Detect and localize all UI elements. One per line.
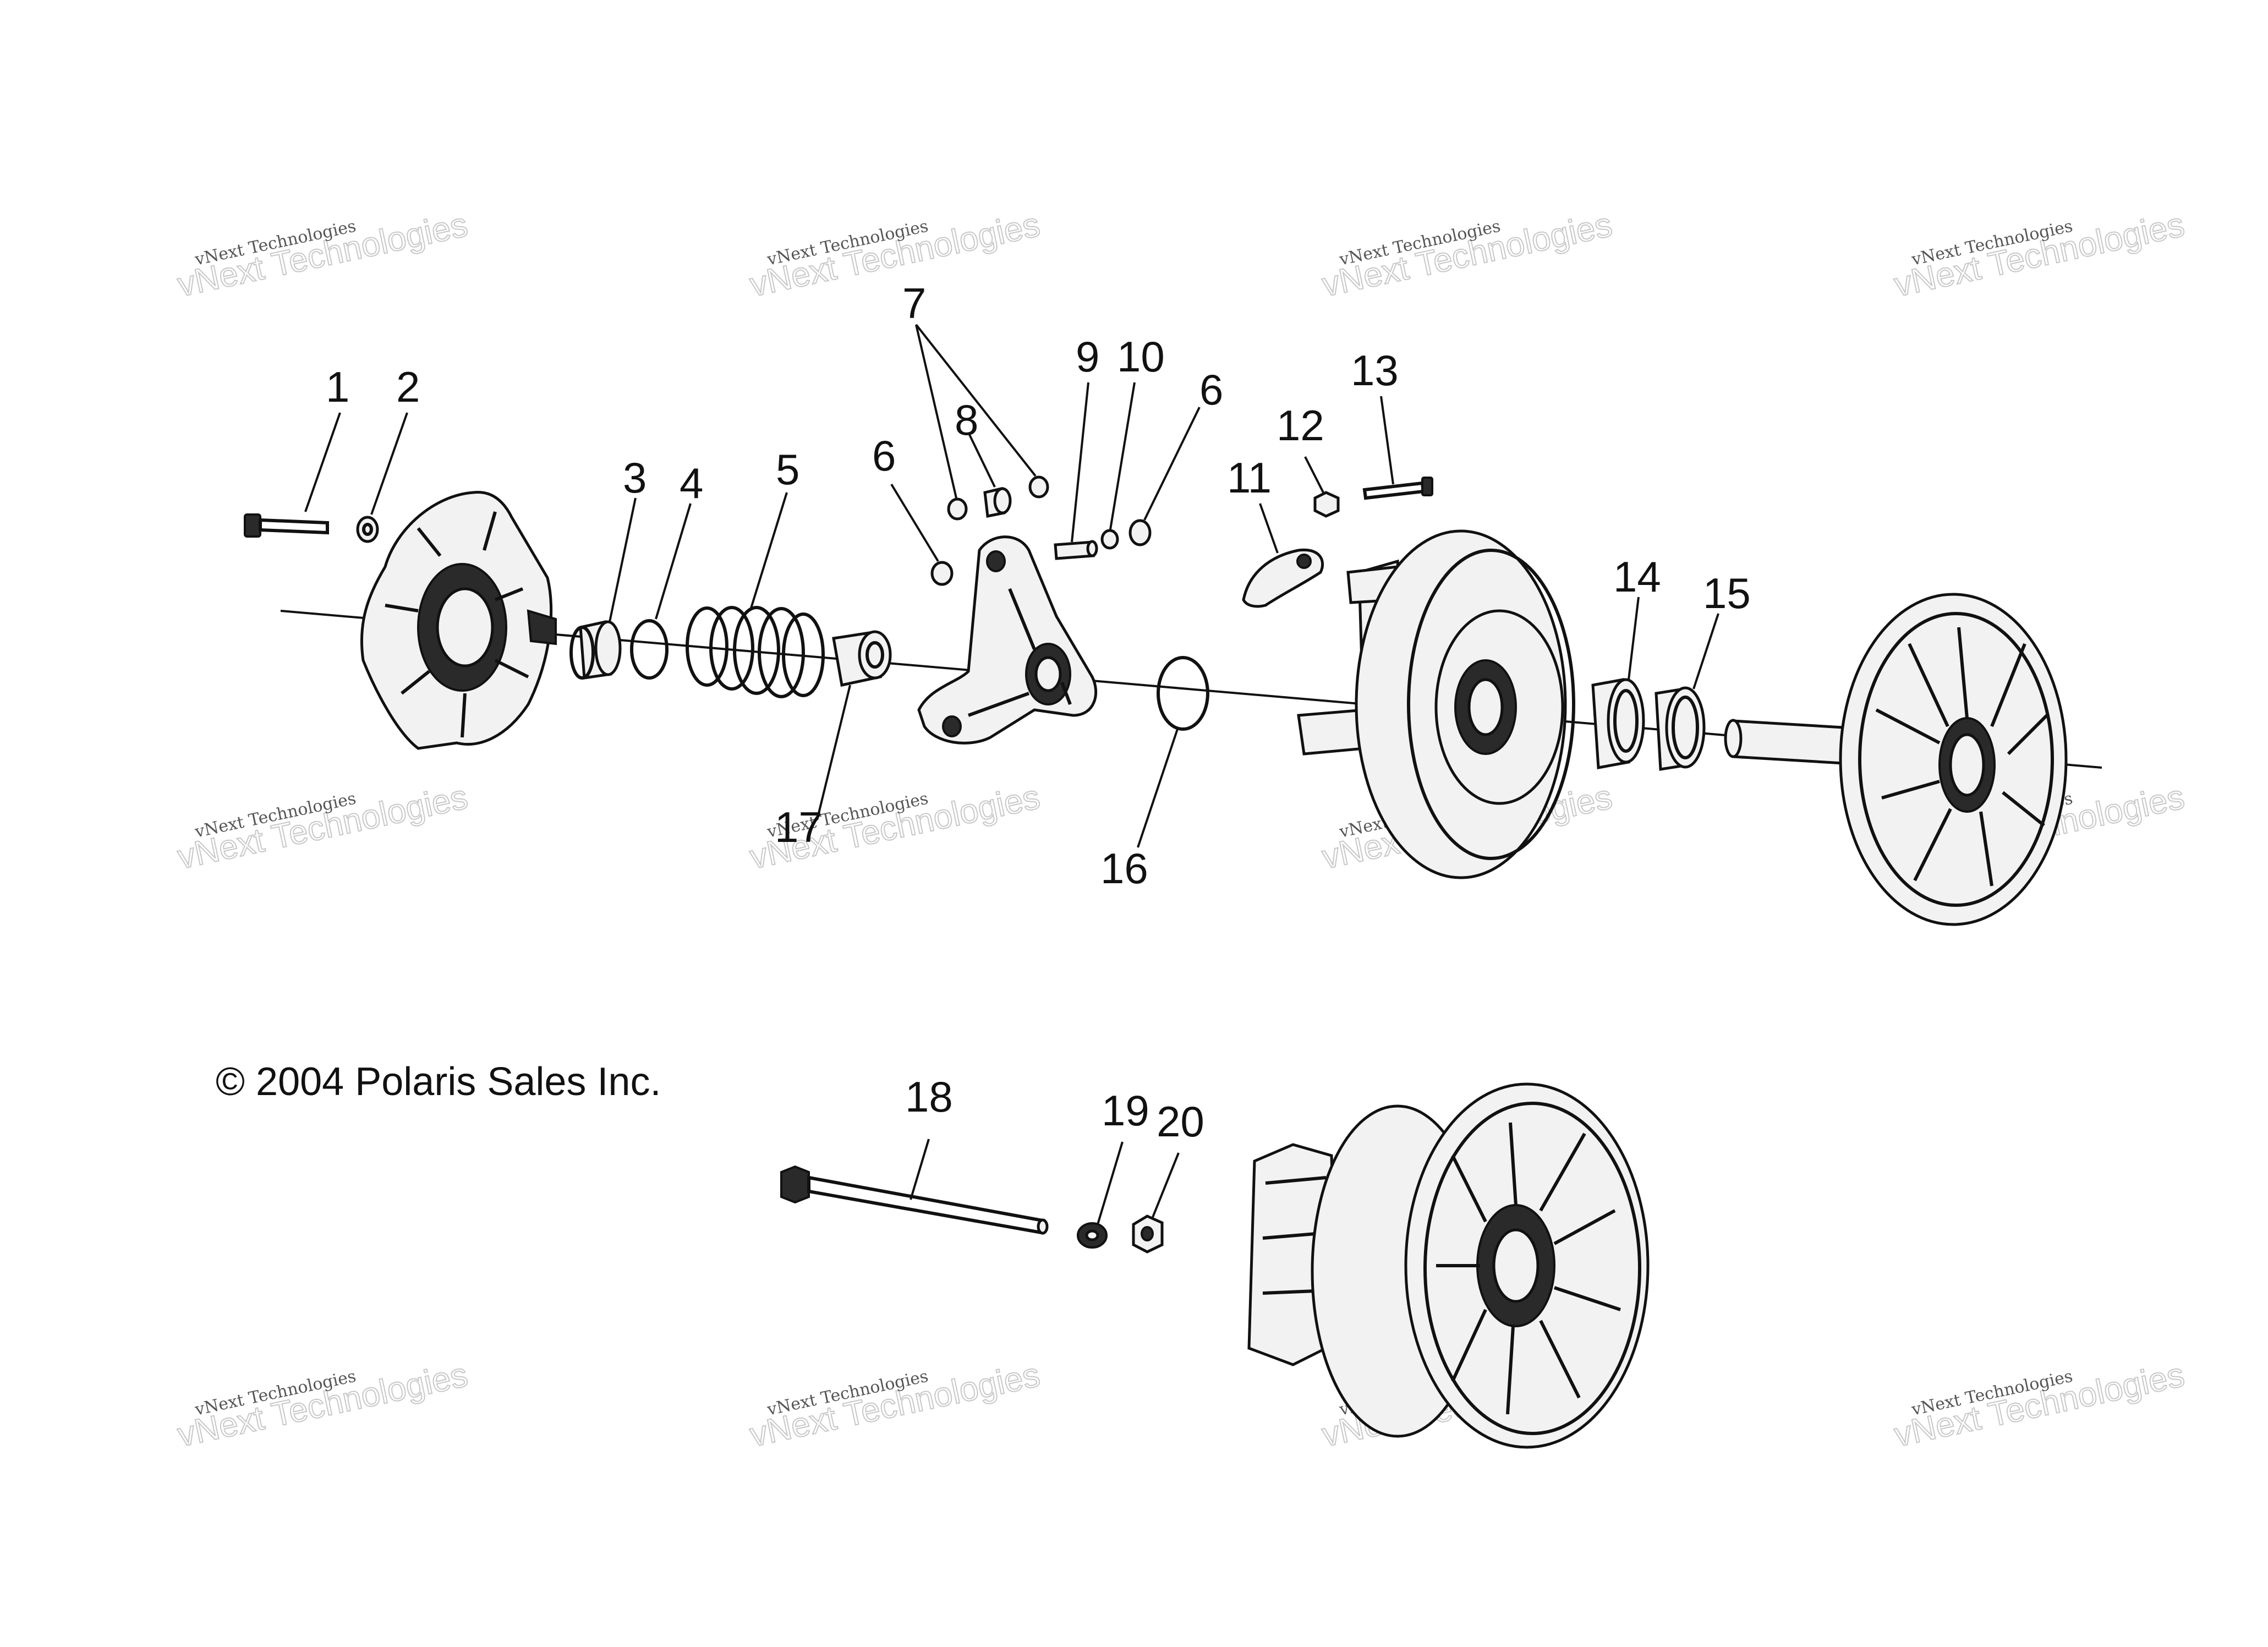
callout-6: 6: [872, 431, 896, 480]
part-6-roller: [930, 561, 954, 586]
part-6-roller-right: [1128, 519, 1152, 546]
part-15-bushing: [1655, 686, 1706, 771]
part-moveable-sheave: [1297, 529, 1575, 879]
callout-17: 17: [775, 803, 823, 851]
part-20-nut: [1132, 1214, 1164, 1254]
part-1-bolt: [244, 513, 329, 538]
copyright-notice: © 2004 Polaris Sales Inc.: [216, 1060, 661, 1104]
watermark: vNext Technologies vNext Technologies: [746, 1355, 1044, 1455]
part-17-bushing: [832, 630, 892, 687]
callout-16: 16: [1100, 844, 1148, 893]
part-spider: [917, 535, 1098, 745]
callout-19: 19: [1102, 1086, 1149, 1135]
part-18-bolt: [780, 1165, 1049, 1235]
watermark: vNext Technologies vNext Technologies: [1318, 205, 1616, 305]
callout-5: 5: [776, 445, 799, 494]
watermark: vNext Technologies vNext Technologies: [174, 778, 472, 877]
part-19-washer: [1077, 1222, 1108, 1249]
part-2-washer: [356, 516, 379, 543]
callout-11: 11: [1227, 453, 1272, 502]
callout-1: 1: [326, 363, 349, 411]
part-7-washer: [1028, 475, 1049, 499]
watermark: vNext Technologies vNext Technologies: [746, 205, 1044, 305]
callout-15: 15: [1703, 569, 1751, 617]
callout-7: 7: [902, 279, 926, 327]
callout-4: 4: [680, 459, 703, 507]
part-9-pin: [1054, 540, 1098, 560]
callout-6-right: 6: [1199, 365, 1223, 414]
watermark: vNext Technologies vNext Technologies: [1891, 205, 2188, 305]
callout-18: 18: [905, 1073, 953, 1121]
part-4-ring: [630, 619, 669, 680]
callout-3: 3: [623, 453, 647, 502]
callout-14: 14: [1613, 552, 1661, 601]
leader-lines: [304, 324, 1719, 1225]
part-8-bushing: [983, 486, 1012, 518]
part-fixed-sheave: [1724, 593, 2068, 926]
part-13-bolt: [1362, 477, 1433, 500]
callout-12: 12: [1277, 401, 1324, 450]
part-12-nut: [1313, 491, 1340, 518]
callout-2: 2: [396, 363, 420, 411]
part-5-spring: [686, 606, 825, 698]
part-7-washer: [947, 497, 968, 521]
callout-10: 10: [1117, 332, 1165, 381]
part-16-ring: [1157, 656, 1209, 731]
callout-9: 9: [1076, 332, 1099, 381]
watermark: vNext Technologies vNext Technologies: [174, 1355, 472, 1455]
assembled-clutch: [1247, 1082, 1650, 1449]
part-cover-housing: [360, 491, 557, 750]
watermark: vNext Technologies vNext Technologies: [174, 205, 472, 305]
part-14-bushing: [1591, 678, 1645, 769]
part-11-weight: [1242, 548, 1324, 608]
callout-labels: 1 2 3 4 5 6 7 8 9 10 6 11 12 13 14 15 16…: [326, 279, 1751, 1146]
watermark: vNext Technologies vNext Technologies: [1891, 1355, 2188, 1455]
part-3-bushing: [569, 620, 622, 680]
callout-20: 20: [1157, 1097, 1204, 1146]
part-10-washer: [1100, 529, 1119, 550]
callout-8: 8: [955, 396, 978, 444]
callout-13: 13: [1351, 346, 1399, 395]
